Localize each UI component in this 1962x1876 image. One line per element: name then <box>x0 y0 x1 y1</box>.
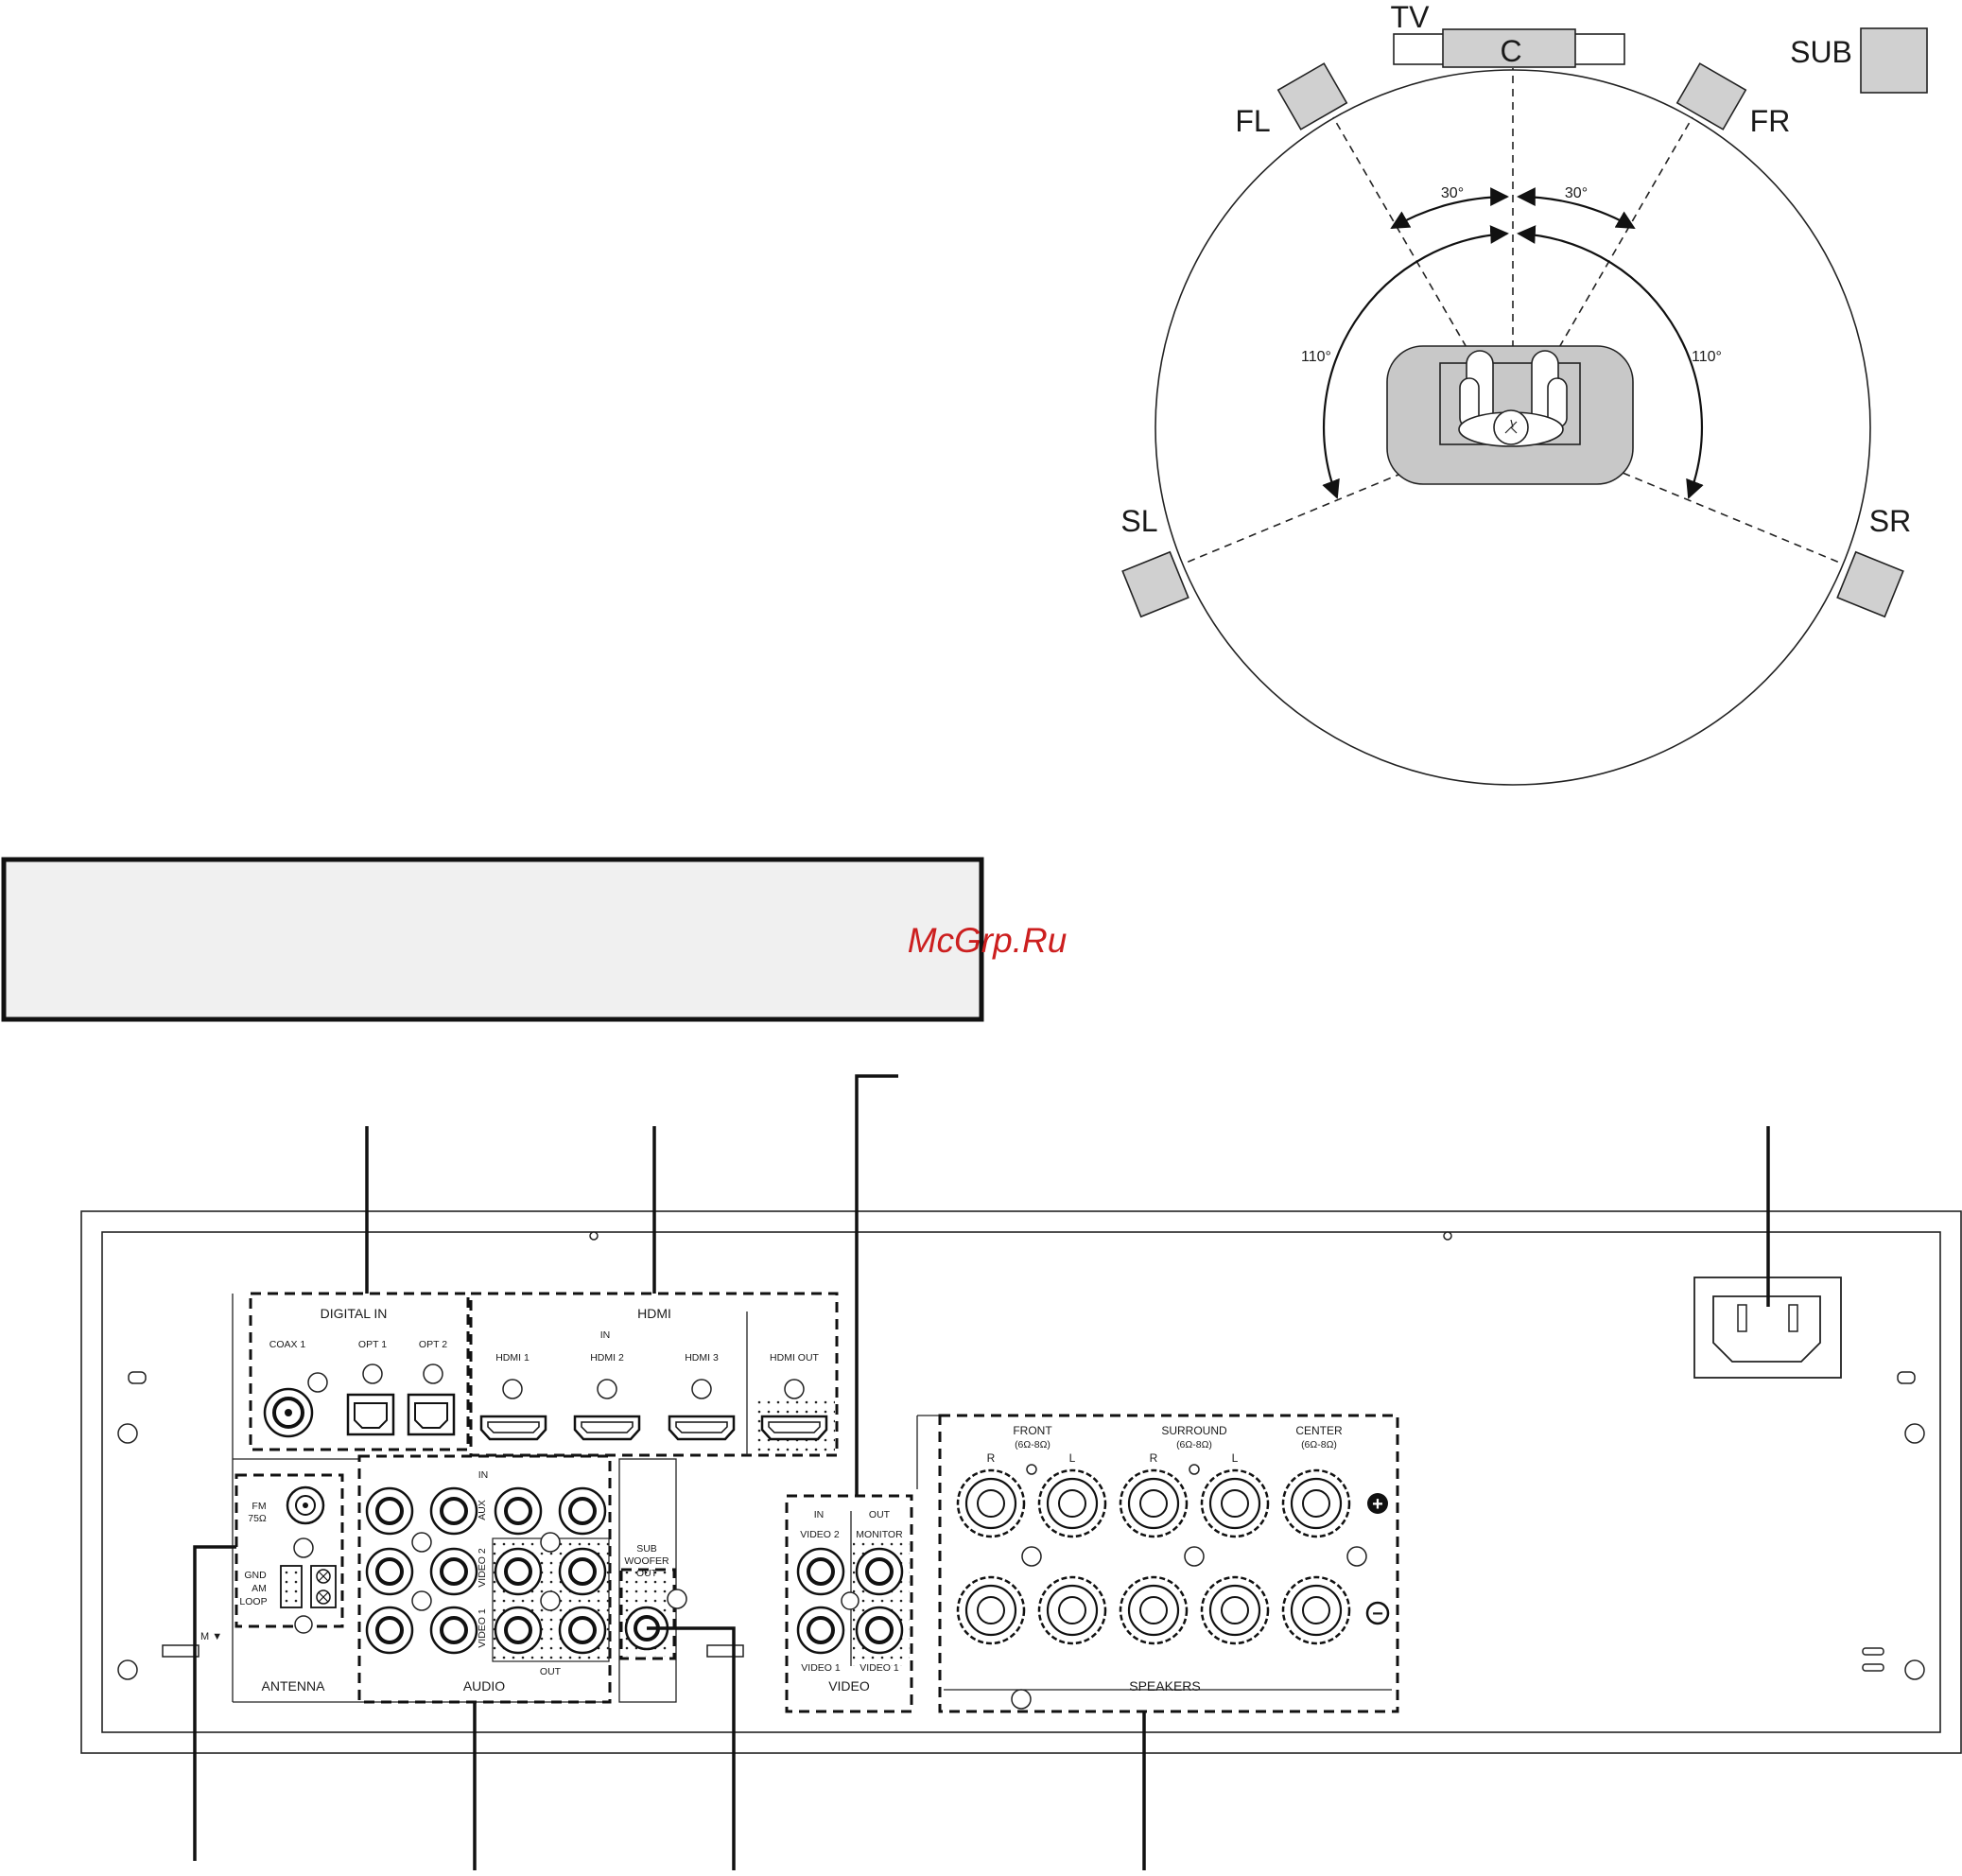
audio-section: IN AUX VIDEO 2 VIDEO 1 OUT AUDIO <box>357 1454 612 1704</box>
am-loop-terminal[interactable] <box>280 1565 337 1608</box>
plus-icon: + <box>1367 1493 1388 1515</box>
svg-text:VIDEO 1: VIDEO 1 <box>859 1662 899 1674</box>
front-right-label: FR <box>1750 104 1791 138</box>
svg-text:HDMI 3: HDMI 3 <box>685 1352 719 1364</box>
svg-text:FRONT: FRONT <box>1013 1424 1052 1437</box>
svg-text:M ▼: M ▼ <box>200 1631 222 1642</box>
svg-text:R: R <box>987 1451 996 1465</box>
svg-text:CENTER: CENTER <box>1295 1424 1343 1437</box>
svg-text:IN: IN <box>600 1329 611 1341</box>
antenna-title: ANTENNA <box>262 1678 326 1694</box>
svg-text:LOOP: LOOP <box>239 1596 267 1607</box>
svg-text:VIDEO 2: VIDEO 2 <box>477 1548 488 1588</box>
svg-text:HDMI 2: HDMI 2 <box>590 1352 624 1364</box>
digital-in-title: DIGITAL IN <box>321 1306 388 1321</box>
svg-text:FM: FM <box>252 1501 266 1512</box>
arc-front-right <box>1517 187 1636 229</box>
svg-text:VIDEO 2: VIDEO 2 <box>800 1529 840 1540</box>
hdmi1-port[interactable] <box>479 1415 547 1441</box>
svg-text:GND: GND <box>244 1570 267 1581</box>
listener-chair <box>1386 345 1634 485</box>
fm-antenna-jack[interactable] <box>286 1485 325 1525</box>
svg-text:VIDEO 1: VIDEO 1 <box>477 1608 488 1648</box>
subwoofer-label: SUB <box>1790 35 1852 69</box>
svg-text:OPT 2: OPT 2 <box>419 1339 447 1350</box>
center-speaker <box>1442 28 1576 68</box>
center-label: C <box>1500 34 1521 68</box>
svg-text:+: + <box>1372 1494 1383 1515</box>
svg-text:OUT: OUT <box>869 1509 891 1520</box>
angle-front-left: 30° <box>1441 185 1464 201</box>
front-right-speaker <box>1676 62 1747 130</box>
svg-text:L: L <box>1069 1451 1076 1465</box>
audio-title: AUDIO <box>463 1678 505 1694</box>
speakers-section: FRONT (6Ω-8Ω) SURROUND (6Ω-8Ω) CENTER (6… <box>938 1414 1399 1713</box>
video-title: VIDEO <box>828 1678 870 1694</box>
direction-lines <box>1183 68 1843 565</box>
arc-surround-left <box>1322 225 1509 499</box>
speaker-binding-posts[interactable] <box>956 1468 1351 1645</box>
video-section: IN OUT VIDEO 2 MONITOR VIDEO 1 VIDEO 1 V… <box>785 1494 913 1713</box>
hdmi-section: HDMI IN HDMI 1 HDMI 2 HDMI 3 HDMI OUT <box>469 1292 839 1457</box>
svg-text:HDMI OUT: HDMI OUT <box>770 1352 819 1364</box>
svg-text:OUT: OUT <box>540 1666 562 1677</box>
svg-text:AUX: AUX <box>477 1500 488 1520</box>
hdmi2-port[interactable] <box>573 1415 641 1441</box>
minus-icon: − <box>1365 1601 1390 1625</box>
tv-label: TV <box>1391 0 1431 34</box>
front-left-label: FL <box>1235 104 1270 138</box>
arc-front-left <box>1390 187 1509 229</box>
arc-surround-right <box>1517 225 1704 499</box>
surround-left-label: SL <box>1120 504 1157 538</box>
hdmi-out-port[interactable] <box>760 1415 828 1441</box>
angle-surround-left: 110° <box>1301 349 1331 365</box>
svg-text:(6Ω-8Ω): (6Ω-8Ω) <box>1301 1439 1337 1450</box>
watermark: McGrp.Ru <box>908 921 1068 960</box>
hdmi3-port[interactable] <box>668 1415 736 1441</box>
antenna-section: FM 75Ω GND AM LOOP ANTENNA <box>234 1473 344 1694</box>
speaker-layout-diagram: 30° 30° 110° 110° TV C SUB FL FR SL SR <box>1120 0 1928 786</box>
svg-text:75Ω: 75Ω <box>248 1513 267 1524</box>
svg-text:IN: IN <box>814 1509 825 1520</box>
svg-text:OUT: OUT <box>636 1568 658 1579</box>
note-box <box>1 857 984 1022</box>
audio-rca-jacks[interactable] <box>365 1486 607 1655</box>
svg-text:AM: AM <box>252 1583 267 1594</box>
svg-text:SURROUND: SURROUND <box>1161 1424 1227 1437</box>
angle-surround-right: 110° <box>1692 349 1722 365</box>
svg-text:COAX 1: COAX 1 <box>269 1339 306 1350</box>
subwoofer-speaker <box>1860 27 1928 94</box>
svg-text:VIDEO 1: VIDEO 1 <box>801 1662 841 1674</box>
hdmi-title: HDMI <box>637 1306 671 1321</box>
angle-arcs <box>1322 187 1704 499</box>
coax1-jack[interactable] <box>263 1387 314 1438</box>
svg-text:SUB: SUB <box>636 1543 657 1555</box>
callout-lines <box>193 1074 1770 1870</box>
front-left-speaker <box>1276 62 1348 130</box>
surround-right-speaker <box>1836 550 1904 618</box>
speakers-title: SPEAKERS <box>1129 1678 1200 1694</box>
svg-text:MONITOR: MONITOR <box>856 1529 903 1540</box>
svg-text:HDMI 1: HDMI 1 <box>495 1352 530 1364</box>
panel-inner <box>101 1231 1941 1733</box>
surround-left-speaker <box>1121 550 1189 618</box>
angle-front-right: 30° <box>1565 185 1588 201</box>
svg-text:WOOFER: WOOFER <box>624 1555 669 1567</box>
mounting-holes <box>117 1231 1925 1680</box>
digital-in-section: DIGITAL IN COAX 1 OPT 1 OPT 2 <box>249 1292 470 1451</box>
svg-text:(6Ω-8Ω): (6Ω-8Ω) <box>1176 1439 1212 1450</box>
opt1-jack[interactable] <box>346 1393 395 1436</box>
rear-panel: M ▼ DIGITAL IN COAX 1 OPT 1 OPT 2 <box>80 1210 1962 1754</box>
svg-text:L: L <box>1232 1451 1239 1465</box>
svg-text:−: − <box>1372 1604 1383 1624</box>
svg-text:OPT 1: OPT 1 <box>358 1339 387 1350</box>
video-rca-jacks[interactable] <box>796 1547 904 1655</box>
opt2-jack[interactable] <box>407 1393 456 1436</box>
svg-text:IN: IN <box>478 1469 489 1481</box>
svg-text:R: R <box>1150 1451 1158 1465</box>
svg-text:(6Ω-8Ω): (6Ω-8Ω) <box>1015 1439 1050 1450</box>
surround-right-label: SR <box>1869 504 1911 538</box>
